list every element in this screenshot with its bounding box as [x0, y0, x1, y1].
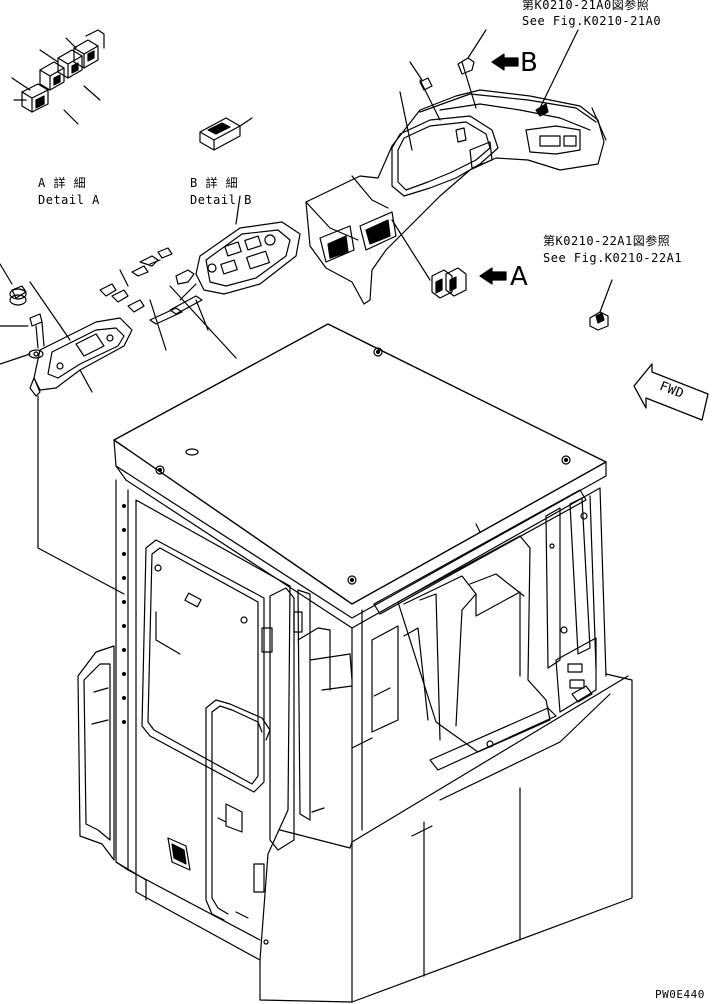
detail-b-en: Detail B: [190, 193, 252, 207]
view-arrow-a: [480, 268, 506, 284]
console-connectors: [410, 30, 578, 298]
drawing-code: PW0E440: [655, 988, 705, 1001]
view-marker-b: B: [520, 48, 538, 78]
meter-panel-assembly: [100, 196, 300, 358]
right-ref-en: See Fig.K0210-22A1: [543, 251, 683, 265]
forward-arrow-icon: [634, 364, 708, 420]
detail-a-switch-cluster: [12, 30, 104, 124]
dashboard-console: [306, 62, 606, 304]
view-arrow-b: [492, 54, 518, 70]
top-ref-jp: 第K0210-21A0図参照: [522, 0, 650, 12]
right-small-switch: [590, 280, 612, 330]
detail-a-jp: A 詳 細: [38, 176, 87, 190]
view-marker-a: A: [510, 262, 528, 292]
detail-a-en: Detail A: [38, 193, 100, 207]
top-ref-en: See Fig.K0210-21A0: [522, 14, 662, 28]
detail-b-jp: B 詳 細: [190, 176, 239, 190]
right-ref-jp: 第K0210-22A1図参照: [543, 234, 671, 248]
cab-body: [78, 324, 632, 1002]
bracket-assembly: [0, 264, 132, 594]
detail-b-switch: [200, 118, 252, 150]
